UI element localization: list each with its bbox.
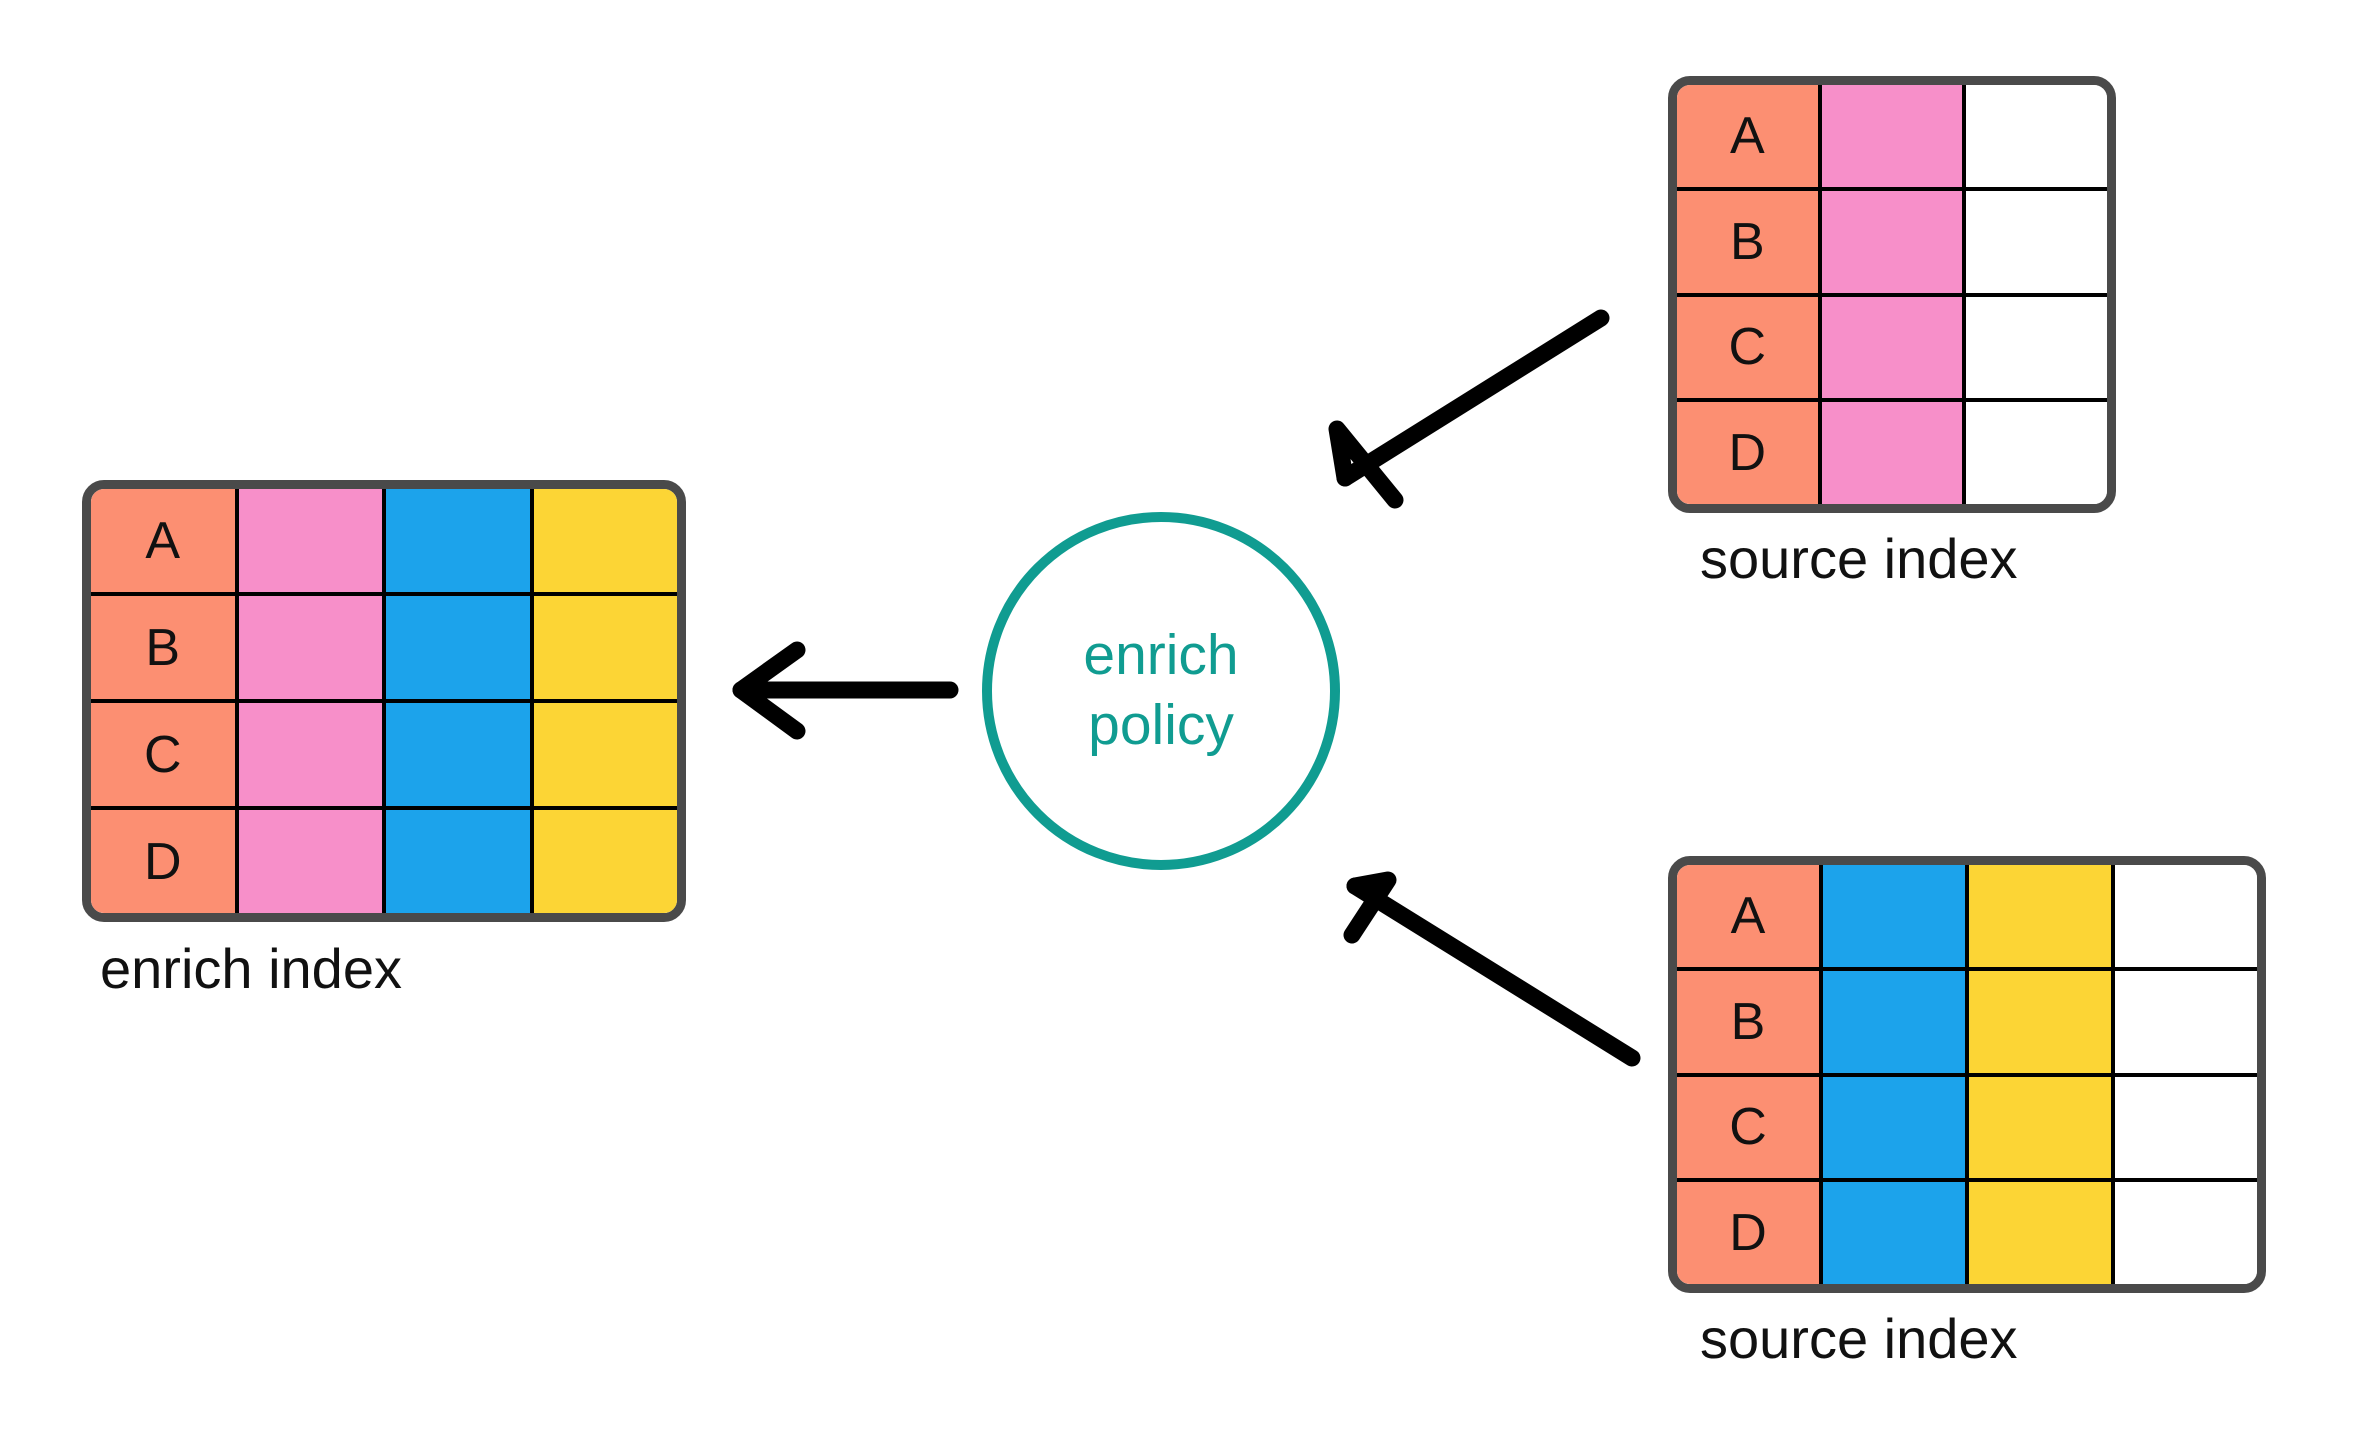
field-cell-yellow bbox=[533, 596, 677, 699]
field-cell-blue bbox=[1823, 970, 1969, 1073]
source-index-bottom-table: A B C D bbox=[1668, 856, 2266, 1293]
enrich-policy-label-line-2: policy bbox=[1088, 693, 1234, 757]
key-cell: B bbox=[1677, 970, 1823, 1073]
field-cell-empty bbox=[2115, 970, 2257, 1073]
field-cell-blue bbox=[386, 489, 534, 592]
key-cell: C bbox=[91, 703, 239, 806]
table-row: A bbox=[1677, 865, 2257, 971]
key-cell: D bbox=[91, 810, 239, 913]
table-row: D bbox=[1677, 1182, 2257, 1284]
field-cell-yellow bbox=[1969, 1076, 2115, 1179]
field-cell-yellow bbox=[1969, 1182, 2115, 1284]
key-cell: C bbox=[1677, 1076, 1823, 1179]
field-cell-pink bbox=[238, 489, 386, 592]
field-cell-pink bbox=[238, 810, 386, 913]
enrich-policy-label-line-1: enrich bbox=[1083, 623, 1239, 688]
field-cell-pink bbox=[238, 703, 386, 806]
table-row: C bbox=[1677, 1076, 2257, 1183]
field-cell-yellow bbox=[533, 489, 677, 592]
field-cell-empty bbox=[1966, 296, 2107, 399]
table-row: B bbox=[91, 596, 677, 703]
table-row: D bbox=[91, 810, 677, 913]
field-cell-yellow bbox=[1969, 865, 2115, 967]
key-cell: A bbox=[1677, 85, 1822, 187]
table-row: D bbox=[1677, 402, 2107, 504]
field-cell-blue bbox=[386, 703, 534, 806]
source-index-top-caption: source index bbox=[1700, 527, 2018, 590]
field-cell-empty bbox=[1966, 402, 2107, 504]
field-cell-empty bbox=[2115, 865, 2257, 967]
table-row: C bbox=[1677, 296, 2107, 403]
field-cell-yellow bbox=[533, 810, 677, 913]
key-cell: C bbox=[1677, 296, 1822, 399]
field-cell-empty bbox=[2115, 1076, 2257, 1179]
field-cell-blue bbox=[1823, 1182, 1969, 1284]
field-cell-pink bbox=[1821, 402, 1967, 504]
key-cell: B bbox=[91, 596, 239, 699]
field-cell-empty bbox=[1966, 85, 2107, 187]
key-cell: A bbox=[1677, 865, 1823, 967]
key-cell: D bbox=[1677, 402, 1822, 504]
field-cell-yellow bbox=[1969, 970, 2115, 1073]
source-index-top-table: A B C D bbox=[1668, 76, 2116, 513]
table-row: A bbox=[91, 489, 677, 596]
key-cell: D bbox=[1677, 1182, 1823, 1284]
key-cell: A bbox=[91, 489, 239, 592]
field-cell-empty bbox=[1966, 190, 2107, 293]
field-cell-blue bbox=[386, 810, 534, 913]
enrich-index-caption: enrich index bbox=[100, 937, 402, 1000]
field-cell-yellow bbox=[533, 703, 677, 806]
table-row: A bbox=[1677, 85, 2107, 191]
field-cell-blue bbox=[1823, 1076, 1969, 1179]
field-cell-blue bbox=[1823, 865, 1969, 967]
table-row: C bbox=[91, 703, 677, 810]
arrow-source-top-to-policy bbox=[1328, 309, 1610, 509]
table-row: B bbox=[1677, 970, 2257, 1077]
table-row: B bbox=[1677, 190, 2107, 297]
field-cell-blue bbox=[386, 596, 534, 699]
field-cell-pink bbox=[238, 596, 386, 699]
arrow-policy-to-enrich-index bbox=[732, 641, 959, 740]
key-cell: B bbox=[1677, 190, 1822, 293]
field-cell-pink bbox=[1821, 85, 1967, 187]
arrow-source-bottom-to-policy bbox=[1343, 871, 1641, 1067]
field-cell-pink bbox=[1821, 190, 1967, 293]
enrich-policy-node: enrich policy bbox=[982, 512, 1340, 870]
source-index-bottom-caption: source index bbox=[1700, 1307, 2018, 1370]
field-cell-pink bbox=[1821, 296, 1967, 399]
field-cell-empty bbox=[2115, 1182, 2257, 1284]
enrich-index-table: A B C D bbox=[82, 480, 686, 922]
